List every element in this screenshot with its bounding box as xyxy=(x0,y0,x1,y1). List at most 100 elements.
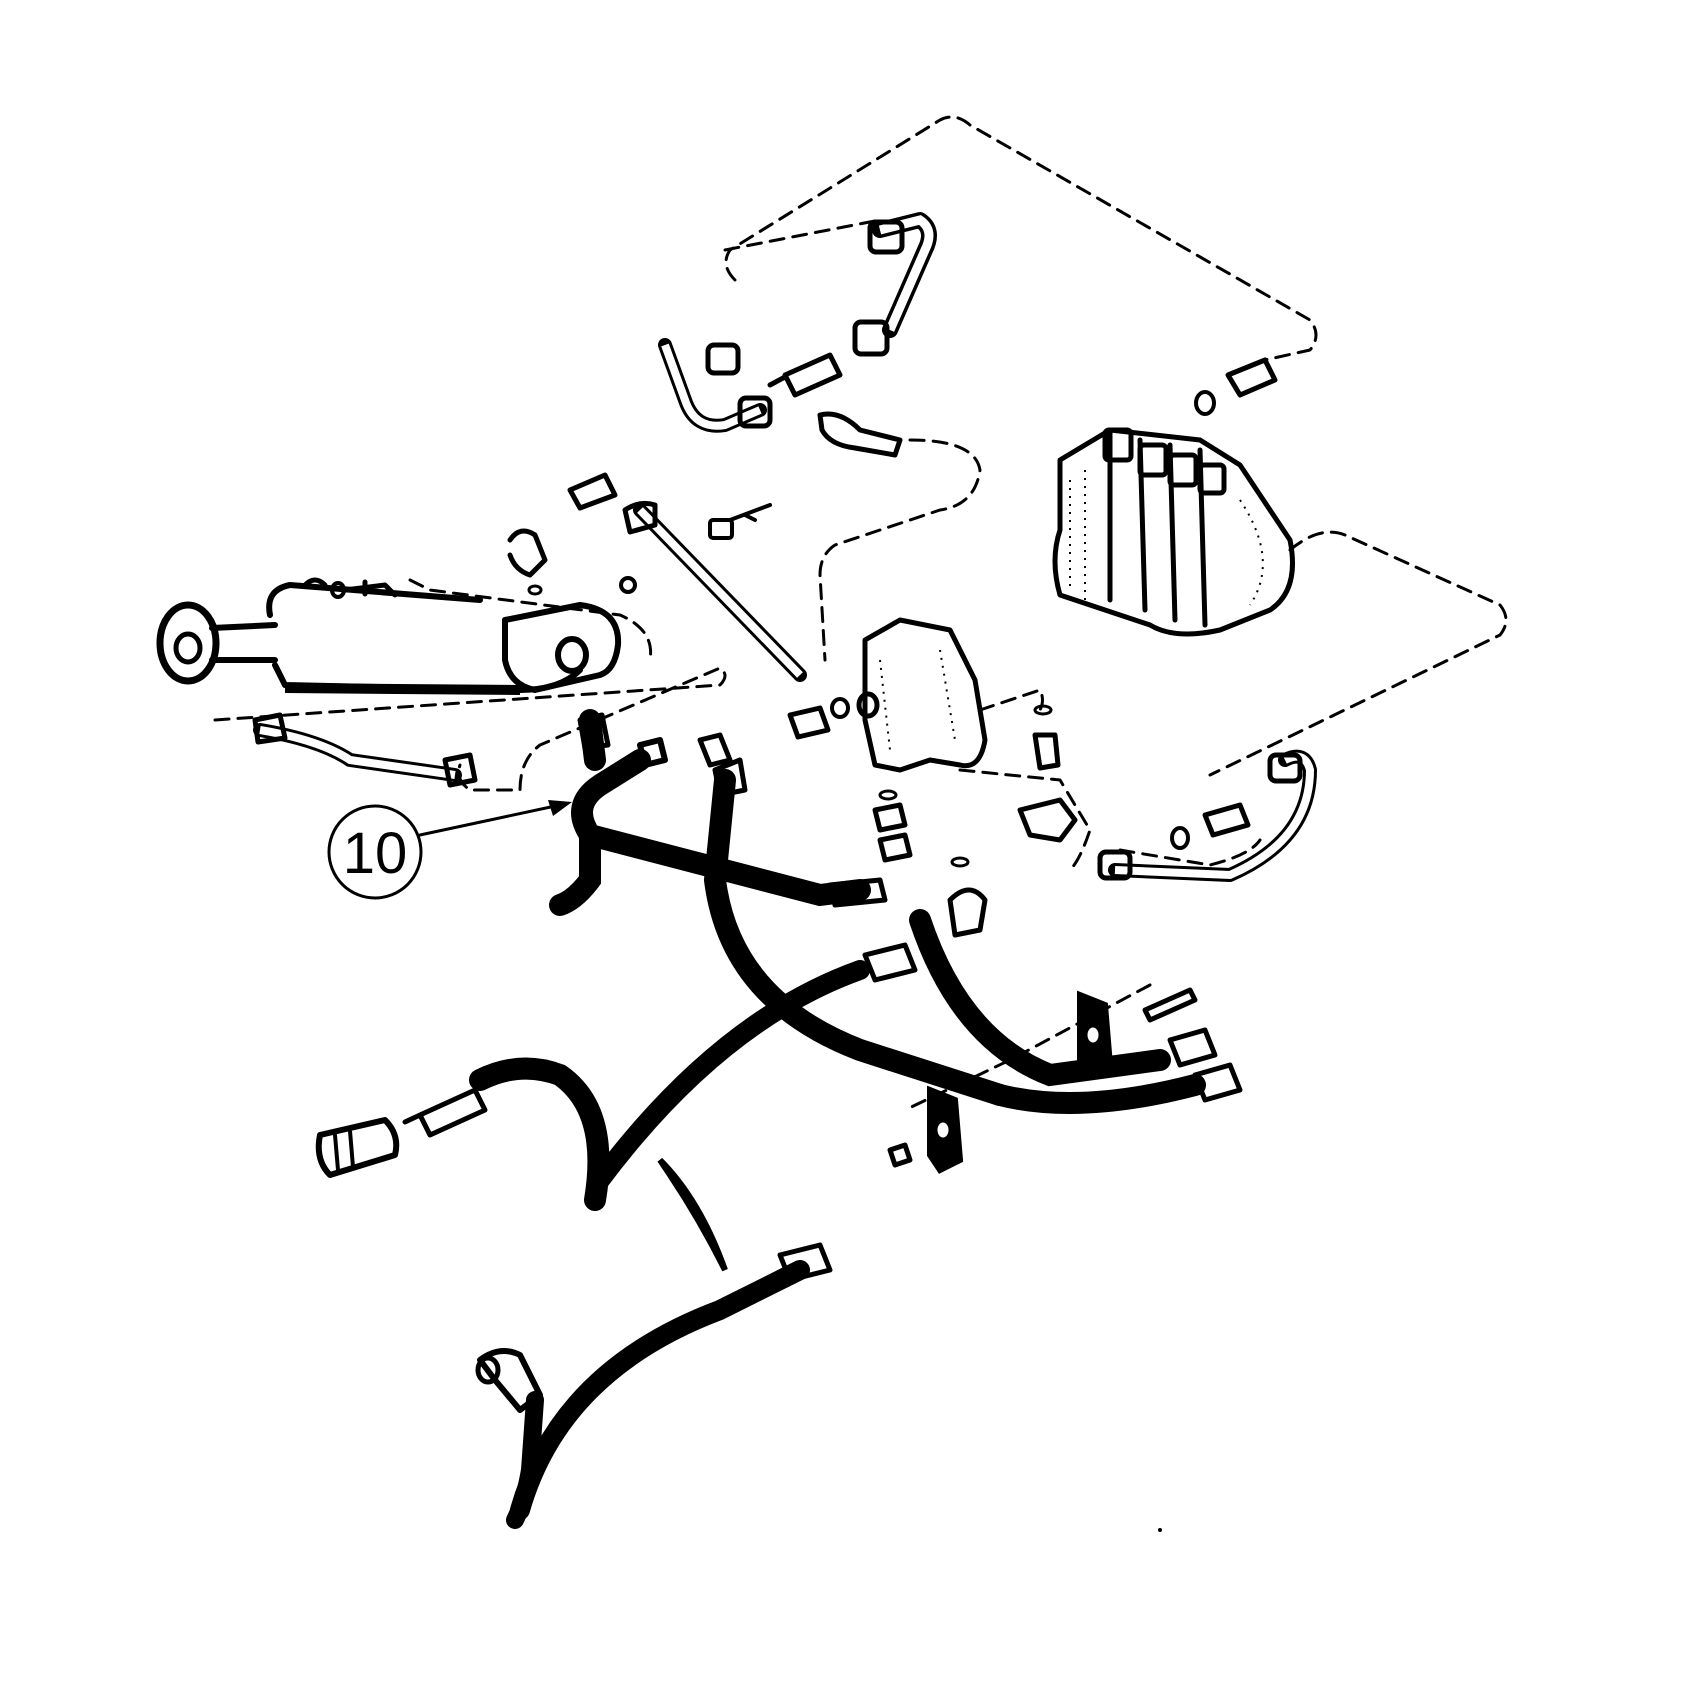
right-routing-line xyxy=(1208,530,1508,777)
hose-fittings xyxy=(315,732,1243,1413)
right-adapter-fitting xyxy=(1225,357,1278,398)
top-u-tube-inner xyxy=(878,215,934,332)
steering-valve-detail xyxy=(879,649,956,751)
valve-spools xyxy=(1107,427,1208,628)
rod-end-eye-hole xyxy=(173,631,203,665)
steering-port xyxy=(856,691,880,719)
lower-valve-fittings xyxy=(872,802,913,863)
callout-leader-line xyxy=(418,803,562,837)
callout-10: 10 xyxy=(327,800,572,900)
callout-arrowhead xyxy=(548,800,572,816)
coupling-sleeve xyxy=(708,518,734,540)
cylinder-barrel xyxy=(266,582,583,693)
clamps xyxy=(887,987,1198,1174)
right-tube-nut-lower xyxy=(1097,849,1133,881)
valve-cap-1 xyxy=(1102,427,1134,463)
banjo-fitting-center xyxy=(947,887,988,938)
right-tube-nut-upper xyxy=(1267,752,1303,784)
cylinder-base-block xyxy=(502,602,622,693)
stray-dot xyxy=(1158,1528,1162,1532)
elbow-fitting-center xyxy=(817,411,903,458)
hose-crimp-upper xyxy=(697,732,748,798)
hose-long-right xyxy=(909,909,1171,1087)
cylinder-port-washer xyxy=(330,581,346,599)
cylinder-barrel-shade xyxy=(284,683,521,695)
clamp-hole-lower xyxy=(934,1119,952,1141)
lower-washer-left xyxy=(878,789,898,801)
right-o-ring-lower xyxy=(1170,826,1190,850)
hose-end-nut-center xyxy=(862,942,918,983)
hose-end-nut-right-lower xyxy=(1192,1062,1243,1103)
clamp-hole-upper xyxy=(1084,1024,1102,1046)
hose-long-center xyxy=(703,769,1011,1106)
cylinder-port-fitting xyxy=(302,577,398,598)
valve-stipple-side xyxy=(1069,470,1264,606)
hose-sweep-center xyxy=(590,960,870,1190)
tube-nut-upper-left xyxy=(705,342,741,376)
port-fitting-vertical xyxy=(1032,732,1061,771)
upper-bent-tube-inner xyxy=(661,343,762,430)
piston-rod xyxy=(209,622,278,663)
base-pin-hole xyxy=(555,636,589,674)
quick-coupler xyxy=(315,1117,400,1178)
steering-port-washer xyxy=(830,697,850,719)
valve-cap-3 xyxy=(1167,452,1199,488)
cylinder-top-routing-line xyxy=(408,578,653,662)
steering-valve xyxy=(787,617,988,773)
tube-nut-lower-left xyxy=(737,395,773,429)
mid-flare-nut xyxy=(852,319,890,357)
swivel-elbow-face xyxy=(475,1355,501,1385)
lower-left-tube-inner xyxy=(259,726,456,779)
adapter-fitting-upper xyxy=(767,352,843,398)
rod-end-eye xyxy=(156,601,220,685)
hose-callout-10-lower xyxy=(549,824,601,916)
left-cylinder-routing-line xyxy=(213,666,727,792)
diagonal-steel-tube-inner xyxy=(637,507,803,678)
top-elbow-fitting xyxy=(507,528,548,578)
hose-to-quick-coupler xyxy=(469,1057,610,1211)
steering-side-fitting xyxy=(787,705,831,740)
valve-body-outline xyxy=(1052,427,1295,637)
hose-vertical-left xyxy=(579,709,606,771)
hose-end-nut-right-upper xyxy=(1167,1027,1218,1068)
hose-sweep-wedge xyxy=(657,1157,728,1272)
fittings xyxy=(252,219,1303,881)
small-nut-left xyxy=(619,576,637,594)
left-adapter-fitting xyxy=(567,472,618,511)
top-elbow-washer xyxy=(527,584,543,596)
steering-valve-body xyxy=(862,617,988,773)
callout-label: 10 xyxy=(343,821,408,886)
cylinder-tube-nut xyxy=(252,712,288,745)
hose-top-left-end xyxy=(637,737,668,768)
top-flare-nut xyxy=(867,219,905,255)
small-elbow-fitting xyxy=(622,500,658,535)
callout-circle xyxy=(327,804,423,900)
valve-cap-2 xyxy=(1137,442,1169,478)
port-washer-right xyxy=(1033,704,1053,716)
right-o-ring xyxy=(1194,390,1216,416)
valve-cap-4 xyxy=(1197,462,1227,496)
rigid-tubes xyxy=(253,212,1317,882)
clamp-bolt xyxy=(1142,987,1198,1023)
coupler-nipple xyxy=(402,1087,488,1138)
hose-end-nut-bottom xyxy=(777,1242,833,1283)
clamp-nut xyxy=(887,1142,913,1168)
hose-bottom-long xyxy=(510,1260,810,1520)
tee-fitting xyxy=(1017,797,1078,843)
right-adapter-lower xyxy=(1202,802,1251,838)
cotter-pin xyxy=(728,503,772,522)
right-lower-routing-line xyxy=(1118,838,1262,867)
lower-washer-right xyxy=(950,856,970,868)
hose-bottom-upper-end xyxy=(506,1391,544,1529)
hose-lower-right xyxy=(989,1074,1206,1114)
top-loop-routing-line xyxy=(724,115,1318,362)
flexible-hoses xyxy=(469,709,1206,1529)
hose-connector-center xyxy=(827,877,888,908)
center-routing-line xyxy=(818,438,982,662)
tube-end-nut-left xyxy=(442,752,478,788)
quick-coupler-ridges xyxy=(333,1129,355,1172)
hydraulic-cylinder xyxy=(156,528,622,695)
control-valve-bank xyxy=(1052,427,1295,637)
valve-to-port-line xyxy=(978,688,1044,712)
